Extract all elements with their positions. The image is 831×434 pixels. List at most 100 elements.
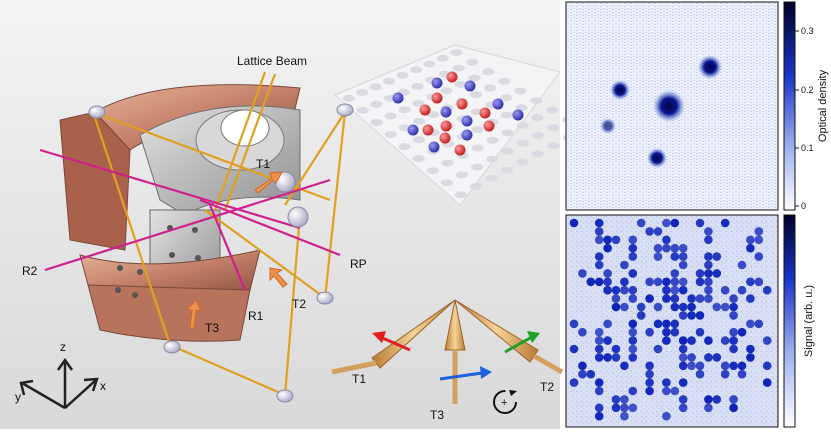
atom-signal xyxy=(662,243,671,253)
blue-atom xyxy=(440,106,452,118)
lattice-well xyxy=(531,132,544,139)
atom-signal xyxy=(645,361,654,371)
atom-signal xyxy=(594,227,604,236)
atom-signal xyxy=(678,285,688,295)
t2-shaft xyxy=(532,353,564,375)
lattice-well xyxy=(455,171,468,179)
atom-signal xyxy=(754,252,764,261)
atom-signal xyxy=(603,336,612,345)
mirror xyxy=(88,105,106,119)
atom-signal xyxy=(746,294,755,303)
lattice-well xyxy=(454,80,467,88)
red-vector-head xyxy=(372,331,386,343)
atom-signal xyxy=(720,336,730,345)
atom-signal xyxy=(678,243,688,253)
x-axis xyxy=(64,379,97,409)
atom-signal xyxy=(695,277,705,287)
atom-signal xyxy=(653,227,663,236)
legend-t1-label: T1 xyxy=(352,372,366,386)
atom-signal xyxy=(645,277,654,287)
lattice-well xyxy=(468,74,481,82)
lattice-beam-line xyxy=(223,73,277,211)
atom-signal xyxy=(628,319,638,329)
atom-signal xyxy=(678,260,688,270)
orange-beams xyxy=(91,71,347,397)
lattice-well xyxy=(486,155,499,163)
atom-signal xyxy=(678,302,688,312)
atom-signal xyxy=(670,269,680,278)
atom-signal xyxy=(594,277,604,287)
lattice-well xyxy=(384,131,397,138)
mirror xyxy=(316,291,334,305)
atom-signal xyxy=(704,235,713,245)
atom-signal xyxy=(729,403,738,413)
lattice-well xyxy=(471,126,484,134)
atom-signal xyxy=(704,269,713,278)
atom-signal xyxy=(737,369,747,379)
atom-signal xyxy=(746,243,755,253)
atom-signal xyxy=(712,353,722,362)
atom-signal xyxy=(670,285,680,295)
top-colorbar-label: Optical density xyxy=(817,69,829,142)
fluorescence-atoms xyxy=(569,218,772,421)
atom-signal xyxy=(762,285,772,295)
lattice-well xyxy=(531,114,544,122)
atom-signal xyxy=(653,252,663,261)
atom-signal xyxy=(628,327,638,337)
red-atom xyxy=(483,120,495,132)
atom-signal xyxy=(662,319,671,329)
red-atom xyxy=(479,107,491,119)
atom-signal xyxy=(628,344,638,354)
atom-signal xyxy=(662,378,671,387)
atom-signal xyxy=(645,386,654,396)
atom-signal xyxy=(687,361,696,371)
lattice-well xyxy=(369,83,382,91)
atom-cloud xyxy=(647,148,667,168)
atom-signal xyxy=(754,235,764,245)
atom-signal xyxy=(670,302,680,312)
blue-atom xyxy=(461,115,473,127)
colorbar-tick: 0.2 xyxy=(801,85,814,95)
mirror xyxy=(163,340,181,354)
colorbar-tick: 0.1 xyxy=(801,143,814,153)
atom-signal xyxy=(620,395,629,404)
atom-signal xyxy=(603,243,612,253)
atom-signal xyxy=(704,353,713,362)
atom-signal xyxy=(594,327,604,337)
lattice-well xyxy=(356,106,369,114)
lattice-well xyxy=(531,150,544,158)
atom-signal xyxy=(729,302,738,312)
lattice-well xyxy=(516,158,529,166)
rotation-arrowhead xyxy=(509,390,517,396)
atom-signal xyxy=(704,336,713,345)
atom-signal xyxy=(594,386,604,396)
atom-signal xyxy=(611,235,621,245)
optical-lattice-surface xyxy=(334,44,591,206)
atom-signal xyxy=(670,277,680,287)
atom-signal xyxy=(662,294,671,303)
lattice-well xyxy=(383,77,395,85)
green-vector xyxy=(504,335,533,354)
red-atom xyxy=(422,124,434,136)
lattice-well xyxy=(398,143,411,150)
atom-signal xyxy=(720,369,730,379)
atom-signal xyxy=(678,344,688,354)
atom-signal xyxy=(670,386,680,396)
blue-atom xyxy=(431,77,443,89)
atoms xyxy=(392,71,524,156)
atom-signal xyxy=(695,218,705,228)
atom-signal xyxy=(578,327,587,337)
atom-signal xyxy=(628,386,638,396)
red-atom xyxy=(456,98,468,110)
atom-signal xyxy=(670,243,680,253)
atom-signal xyxy=(729,336,738,345)
red-atom xyxy=(439,132,451,144)
atom-signal xyxy=(720,302,730,312)
blue-atom xyxy=(461,129,473,141)
magenta-beams xyxy=(39,148,341,291)
lattice-well xyxy=(466,58,479,66)
atom-signal xyxy=(662,327,671,337)
lattice-well xyxy=(501,129,514,137)
atom-signal xyxy=(662,218,671,228)
atom-signal xyxy=(578,269,587,278)
